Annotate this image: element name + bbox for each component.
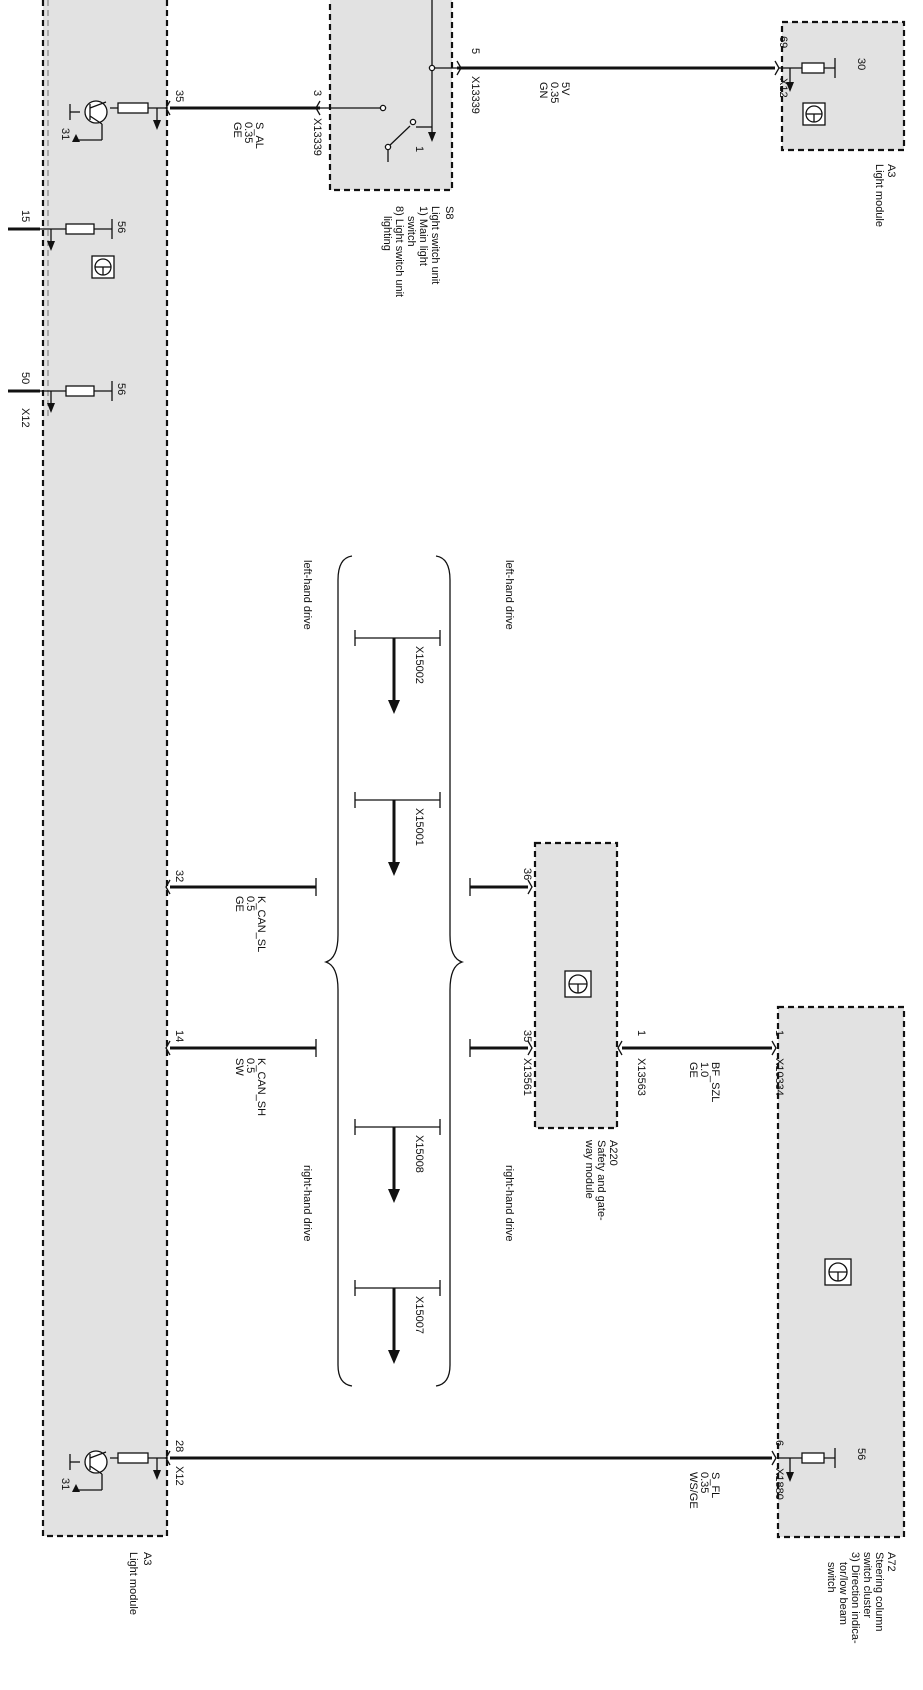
wire-5v-section: 0.35 <box>548 82 560 103</box>
pin-a220-35: 35 <box>521 1030 533 1042</box>
module-ref-s8: S8 <box>443 206 455 219</box>
wire-k-can-sh-color: SW <box>233 1058 245 1076</box>
pin-s8-3: 3 <box>311 90 323 96</box>
variant-plug-x15008 <box>354 1119 441 1203</box>
connector-x15001: X15001 <box>413 808 425 846</box>
connector-x13561: X13561 <box>521 1058 533 1096</box>
module-name-s8-line2: 1) Main light <box>417 206 429 266</box>
pin-s8-5: 5 <box>469 48 481 54</box>
wire-5v-signal: 5V <box>559 82 571 96</box>
brace-right <box>435 555 465 1387</box>
wire-s-al-signal: S_AL <box>253 122 265 149</box>
module-name-s8-line1: Light switch unit <box>429 206 441 284</box>
connector-x10334: X10334 <box>773 1058 785 1096</box>
wire-k-can-sl-section: 0.5 <box>244 896 256 911</box>
module-ref-a72: A72 <box>885 1552 897 1572</box>
connector-x12-bottom: X12 <box>173 1466 185 1486</box>
variant-plug-x15001 <box>354 792 441 876</box>
pin-a72-1: 1 <box>773 1030 785 1036</box>
connector-x15007: X15007 <box>413 1296 425 1334</box>
connector-chevrons <box>165 60 780 1466</box>
wire-k-can-sh-signal: K_CAN_SH <box>255 1058 267 1116</box>
module-name-a3-main: Light module <box>127 1552 139 1615</box>
wire-k-can-sl-color: GE <box>233 896 245 912</box>
module-a3-light-module-main <box>41 0 169 1538</box>
variant-rhd-top: right-hand drive <box>503 1165 515 1241</box>
wire-bf-szl-color: GE <box>687 1062 699 1078</box>
pin-a3-main-56-b: 56 <box>115 383 127 395</box>
s8-switch-symbol <box>320 0 457 162</box>
a3-main-internals <box>40 100 168 1492</box>
variant-plug-x15002 <box>354 630 441 714</box>
connector-x12-left: X12 <box>19 408 31 428</box>
module-name-a72-line1: Steering column <box>873 1552 885 1632</box>
module-name-a72-line3: 3) Direction indica- <box>849 1552 861 1644</box>
pin-a3-main-28: 28 <box>173 1440 185 1452</box>
pin-a3-main-32: 32 <box>173 870 185 882</box>
wire-bf-szl-section: 1.0 <box>698 1062 710 1077</box>
pin-a220-36: 36 <box>521 868 533 880</box>
module-ref-a3-top: A3 <box>885 164 897 177</box>
pin-a72-6: 6 <box>773 1440 785 1446</box>
pin-s8-contact-1: 1 <box>413 146 425 152</box>
module-name-a3-top: Light module <box>873 164 885 227</box>
connector-x13339-b: X13339 <box>469 76 481 114</box>
connector-x12-top: X12 <box>777 78 789 98</box>
module-a3-light-module-top <box>780 20 906 152</box>
pin-a220-1: 1 <box>635 1030 647 1036</box>
connector-x13339-a: X13339 <box>311 118 323 156</box>
pin-a3-main-35: 35 <box>173 90 185 102</box>
wire-5v-color: GN <box>537 82 549 99</box>
module-s8-light-switch-unit <box>328 0 454 192</box>
pin-a3-main-31-b: 31 <box>59 1478 71 1490</box>
a3-top-internal <box>779 58 836 126</box>
pin-a3-main-50: 50 <box>19 372 31 384</box>
pin-a3-main-15: 15 <box>19 210 31 222</box>
wire-k-can-sh-section: 0.5 <box>244 1058 256 1073</box>
variant-lhd-top: left-hand drive <box>503 560 515 630</box>
module-name-a220-line1: Safety and gate- <box>595 1140 607 1221</box>
a72-internals <box>779 1258 852 1482</box>
module-name-a72-line2: switch cluster <box>861 1552 873 1618</box>
module-name-a220-line2: way module <box>583 1139 595 1199</box>
pin-a3-main-14: 14 <box>173 1030 185 1042</box>
pin-a3-top-30: 30 <box>855 58 867 70</box>
module-name-a72-line4: tor/low beam <box>837 1562 849 1625</box>
wire-s-al-color: GE <box>231 122 243 138</box>
module-name-a72-line5: switch <box>825 1562 837 1593</box>
module-name-s8-line3: switch <box>405 216 417 247</box>
wire-s-fl-color: WS/GE <box>687 1472 699 1509</box>
wire-k-can-sl-signal: K_CAN_SL <box>255 896 267 952</box>
wire-bf-szl-signal: BF_SZL <box>709 1062 721 1102</box>
pin-a3-main-56-a: 56 <box>115 221 127 233</box>
variant-rhd-bottom: right-hand drive <box>301 1165 313 1241</box>
wire-s-al-section: 0.35 <box>242 122 254 143</box>
module-name-s8-line5: lighting <box>381 216 393 251</box>
wire-s-fl-section: 0.35 <box>698 1472 710 1493</box>
module-ref-a220: A220 <box>607 1140 619 1166</box>
pin-a3-main-31-a: 31 <box>59 128 71 140</box>
variant-lhd-bottom: left-hand drive <box>301 560 313 630</box>
connector-x13563: X13563 <box>635 1058 647 1096</box>
brace-left <box>323 555 353 1387</box>
pin-a72-56: 56 <box>855 1448 867 1460</box>
connector-x15002: X15002 <box>413 646 425 684</box>
wire-s-fl-signal: S_FL <box>709 1472 721 1498</box>
module-name-s8-line4: 8) Light switch unit <box>393 206 405 297</box>
module-ref-a3-main: A3 <box>141 1552 153 1565</box>
connector-x15008: X15008 <box>413 1135 425 1173</box>
a220-ecu-symbol <box>564 970 592 998</box>
variant-plug-x15007 <box>354 1280 441 1364</box>
connector-x1880: X1880 <box>773 1468 785 1500</box>
pin-a3-top-69: 69 <box>777 36 789 48</box>
